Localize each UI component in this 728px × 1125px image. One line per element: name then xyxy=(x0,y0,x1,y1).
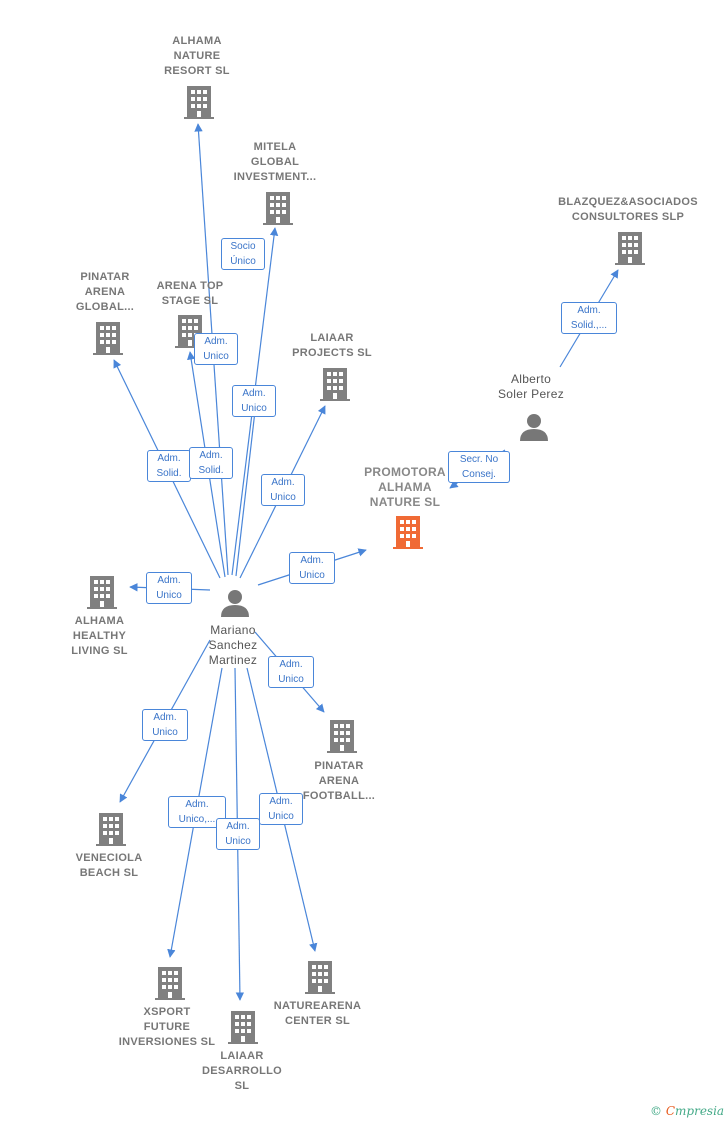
focus-node-label[interactable]: PROMOTORA ALHAMA NATURE SL xyxy=(364,465,446,509)
node-label[interactable]: PINATAR ARENA GLOBAL... xyxy=(75,271,135,313)
person-icon xyxy=(221,590,249,617)
building-icon xyxy=(263,192,293,225)
edge-label: Adm. Solid. xyxy=(147,450,191,482)
edge-label: Adm. Solid.,... xyxy=(561,302,617,334)
building-icon xyxy=(228,1011,258,1044)
node-label[interactable]: XSPORT FUTURE INVERSIONES SL xyxy=(118,1006,216,1048)
brand-logo[interactable]: © Cmpresia xyxy=(650,1104,724,1118)
building-icon xyxy=(184,86,214,119)
copyright-icon: © xyxy=(650,1104,662,1118)
brand-name: mpresia xyxy=(675,1104,725,1118)
building-icon xyxy=(93,322,123,355)
edge-label: Adm. Unico xyxy=(194,333,238,365)
edge-label: Adm. Unico xyxy=(146,572,192,604)
edge-label: Socio Único xyxy=(221,238,265,270)
building-icon xyxy=(87,576,117,609)
edge-label: Adm. Unico xyxy=(259,793,303,825)
node-label[interactable]: MITELA GLOBAL INVESTMENT... xyxy=(233,141,317,183)
edge-label: Adm. Unico xyxy=(142,709,188,741)
edge-label: Adm. Unico xyxy=(216,818,260,850)
edge-label: Adm. Unico xyxy=(232,385,276,417)
building-icon xyxy=(305,961,335,994)
person-icon xyxy=(520,414,548,441)
node-label[interactable]: PINATAR ARENA FOOTBALL... xyxy=(302,760,376,802)
node-label[interactable]: BLAZQUEZ&ASOCIADOS CONSULTORES SLP xyxy=(558,196,698,223)
building-icon xyxy=(320,368,350,401)
building-icon xyxy=(615,232,645,265)
edge-label: Adm. Unico xyxy=(261,474,305,506)
node-label[interactable]: VENECIOLA BEACH SL xyxy=(75,852,143,879)
brand-initial: C xyxy=(665,1104,676,1118)
node-label[interactable]: ALHAMA HEALTHY LIVING SL xyxy=(71,615,128,657)
node-label[interactable]: NATUREARENA CENTER SL xyxy=(273,1000,362,1027)
person-label[interactable]: Mariano Sanchez Martinez xyxy=(208,623,258,667)
person-label[interactable]: Alberto Soler Perez xyxy=(498,372,564,401)
node-label[interactable]: LAIAAR PROJECTS SL xyxy=(292,332,372,359)
building-icon xyxy=(96,813,126,846)
node-label[interactable]: LAIAAR DESARROLLO SL xyxy=(202,1050,282,1092)
edge-label: Adm. Unico xyxy=(268,656,314,688)
building-icon xyxy=(155,967,185,1000)
edge-label: Adm. Unico xyxy=(289,552,335,584)
building-icon xyxy=(327,720,357,753)
focus-building-icon xyxy=(393,516,423,549)
node-label[interactable]: ALHAMA NATURE RESORT SL xyxy=(164,35,230,77)
edge-label: Secr. No Consej. xyxy=(448,451,510,483)
node-label[interactable]: ARENA TOP STAGE SL xyxy=(156,280,224,307)
edge-label: Adm. Solid. xyxy=(189,447,233,479)
